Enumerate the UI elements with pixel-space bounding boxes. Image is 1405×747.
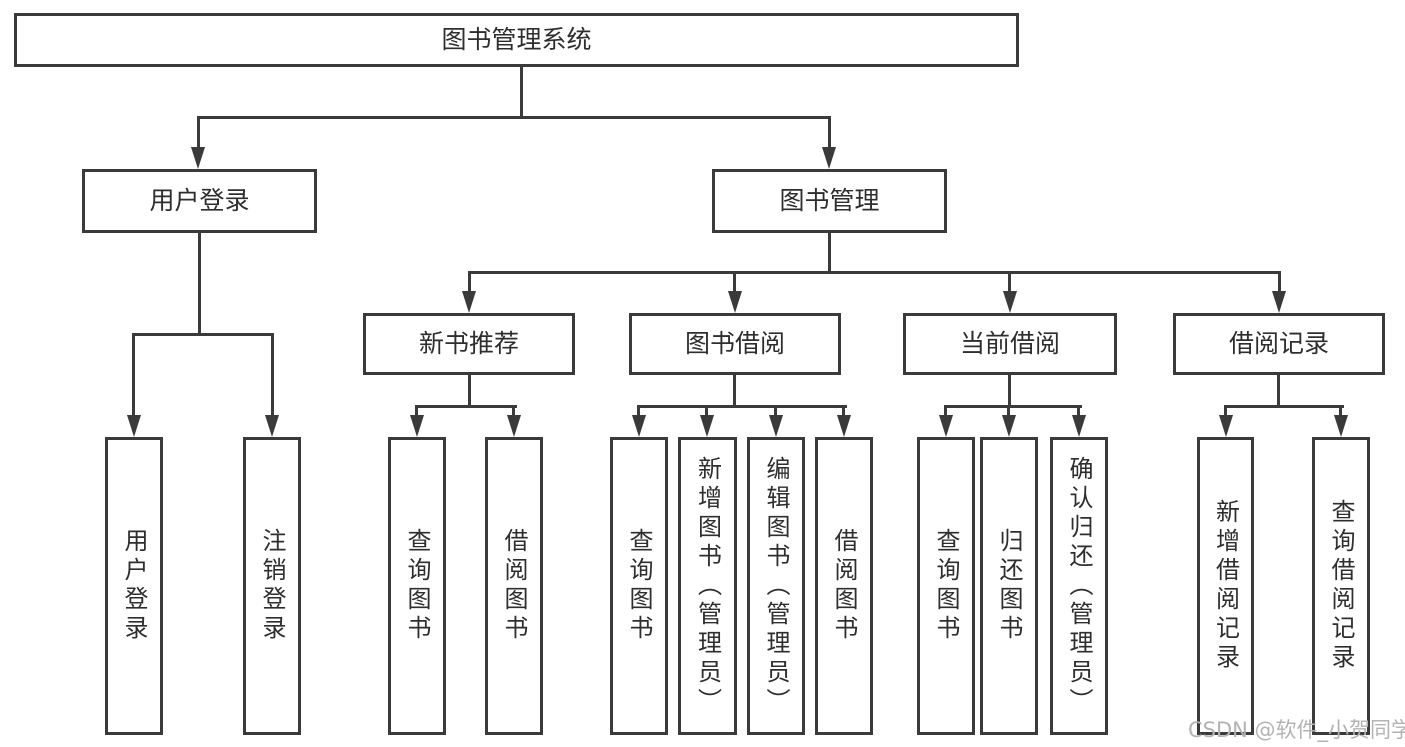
leaf-borrow-books-recommend: 借阅图书 [485, 437, 543, 735]
node-label: 图书管理系统 [441, 25, 592, 54]
leaf-return-books: 归还图书 [980, 437, 1038, 735]
arrowhead-down-icon [837, 415, 851, 437]
leaf-borrow-books: 借阅图书 [815, 437, 873, 735]
leaf-label: 确认归还（管理员） [1065, 455, 1093, 717]
node-book-management: 图书管理 [712, 169, 947, 233]
connector-line [520, 67, 523, 118]
arrowhead-down-icon [700, 415, 714, 437]
node-label: 新书推荐 [418, 329, 519, 358]
connector-line [842, 405, 845, 419]
arrowhead-down-icon [462, 291, 476, 313]
connector-line [828, 233, 831, 274]
leaf-label: 查询图书 [932, 528, 960, 644]
arrowhead-down-icon [265, 415, 279, 437]
node-label: 当前借阅 [959, 329, 1060, 358]
leaf-confirm-return-admin: 确认归还（管理员） [1050, 437, 1108, 735]
connector-line [944, 405, 1082, 408]
connector-line [271, 333, 274, 417]
arrowhead-down-icon [410, 415, 424, 437]
connector-line [1077, 405, 1080, 419]
leaf-label: 查询图书 [625, 528, 653, 644]
node-library-management-system: 图书管理系统 [14, 13, 1019, 67]
leaf-label: 借阅图书 [500, 528, 528, 644]
leaf-label: 新增借阅记录 [1211, 499, 1240, 673]
watermark: CSDN @软件_小贺同学 [1188, 718, 1405, 742]
connector-line [637, 405, 640, 419]
leaf-label: 查询借阅记录 [1327, 499, 1355, 673]
leaf-add-borrow-record: 新增借阅记录 [1197, 437, 1254, 735]
connector-line [705, 405, 708, 419]
connector-line [944, 405, 947, 419]
leaf-label: 查询图书 [403, 528, 431, 644]
arrowhead-down-icon [191, 147, 205, 169]
leaf-label: 新增图书（管理员） [693, 455, 722, 717]
connector-line [197, 116, 200, 150]
connector-line [468, 271, 471, 293]
node-borrowing-records: 借阅记录 [1173, 313, 1385, 375]
connector-line [1339, 405, 1342, 419]
leaf-query-books-recommend: 查询图书 [388, 437, 446, 735]
leaf-label: 归还图书 [995, 528, 1023, 644]
connector-line [1008, 271, 1011, 293]
connector-line [733, 271, 736, 293]
connector-line [468, 375, 471, 408]
connector-line [733, 375, 736, 408]
arrowhead-down-icon [1272, 291, 1286, 313]
connector-line [1224, 405, 1344, 408]
arrowhead-down-icon [769, 415, 783, 437]
connector-line [132, 333, 135, 417]
arrowhead-down-icon [1002, 415, 1016, 437]
connector-line [1008, 375, 1011, 408]
leaf-label: 注销登录 [258, 528, 286, 644]
arrowhead-down-icon [1072, 415, 1086, 437]
connector-line [1224, 405, 1227, 419]
connector-line [774, 405, 777, 419]
connector-line [512, 405, 515, 419]
node-user-login: 用户登录 [82, 169, 317, 233]
connector-line [1277, 375, 1280, 408]
connector-line [198, 233, 201, 336]
leaf-label: 用户登录 [120, 528, 148, 644]
connector-line [415, 405, 418, 419]
connector-line [828, 116, 831, 150]
leaf-label: 借阅图书 [830, 528, 858, 644]
node-label: 图书管理 [779, 186, 880, 215]
connector-line [1007, 405, 1010, 419]
connector-line [637, 405, 847, 408]
leaf-user-login: 用户登录 [105, 437, 163, 735]
arrowhead-down-icon [822, 147, 836, 169]
arrowhead-down-icon [1003, 291, 1017, 313]
leaf-query-books-current: 查询图书 [917, 437, 975, 735]
leaf-query-books-borrowing: 查询图书 [610, 437, 668, 735]
arrowhead-down-icon [127, 415, 141, 437]
arrowhead-down-icon [728, 291, 742, 313]
node-label: 用户登录 [149, 186, 250, 215]
arrowhead-down-icon [939, 415, 953, 437]
node-book-borrowing: 图书借阅 [629, 313, 841, 375]
node-new-book-recommendation: 新书推荐 [363, 313, 575, 375]
node-label: 图书借阅 [684, 329, 785, 358]
arrowhead-down-icon [632, 415, 646, 437]
leaf-add-book-admin: 新增图书（管理员） [678, 437, 737, 735]
leaf-logout: 注销登录 [243, 437, 301, 735]
connector-line [415, 405, 517, 408]
connector-line [468, 271, 1281, 274]
connector-line [132, 333, 274, 336]
node-label: 借阅记录 [1228, 329, 1329, 358]
node-current-borrowing: 当前借阅 [903, 313, 1117, 375]
arrowhead-down-icon [1219, 415, 1233, 437]
leaf-label: 编辑图书（管理员） [762, 455, 790, 717]
leaf-edit-book-admin: 编辑图书（管理员） [747, 437, 805, 735]
leaf-query-borrow-record: 查询借阅记录 [1312, 437, 1370, 735]
connector-line [197, 116, 831, 119]
arrowhead-down-icon [507, 415, 521, 437]
arrowhead-down-icon [1334, 415, 1348, 437]
connector-line [1278, 271, 1281, 293]
